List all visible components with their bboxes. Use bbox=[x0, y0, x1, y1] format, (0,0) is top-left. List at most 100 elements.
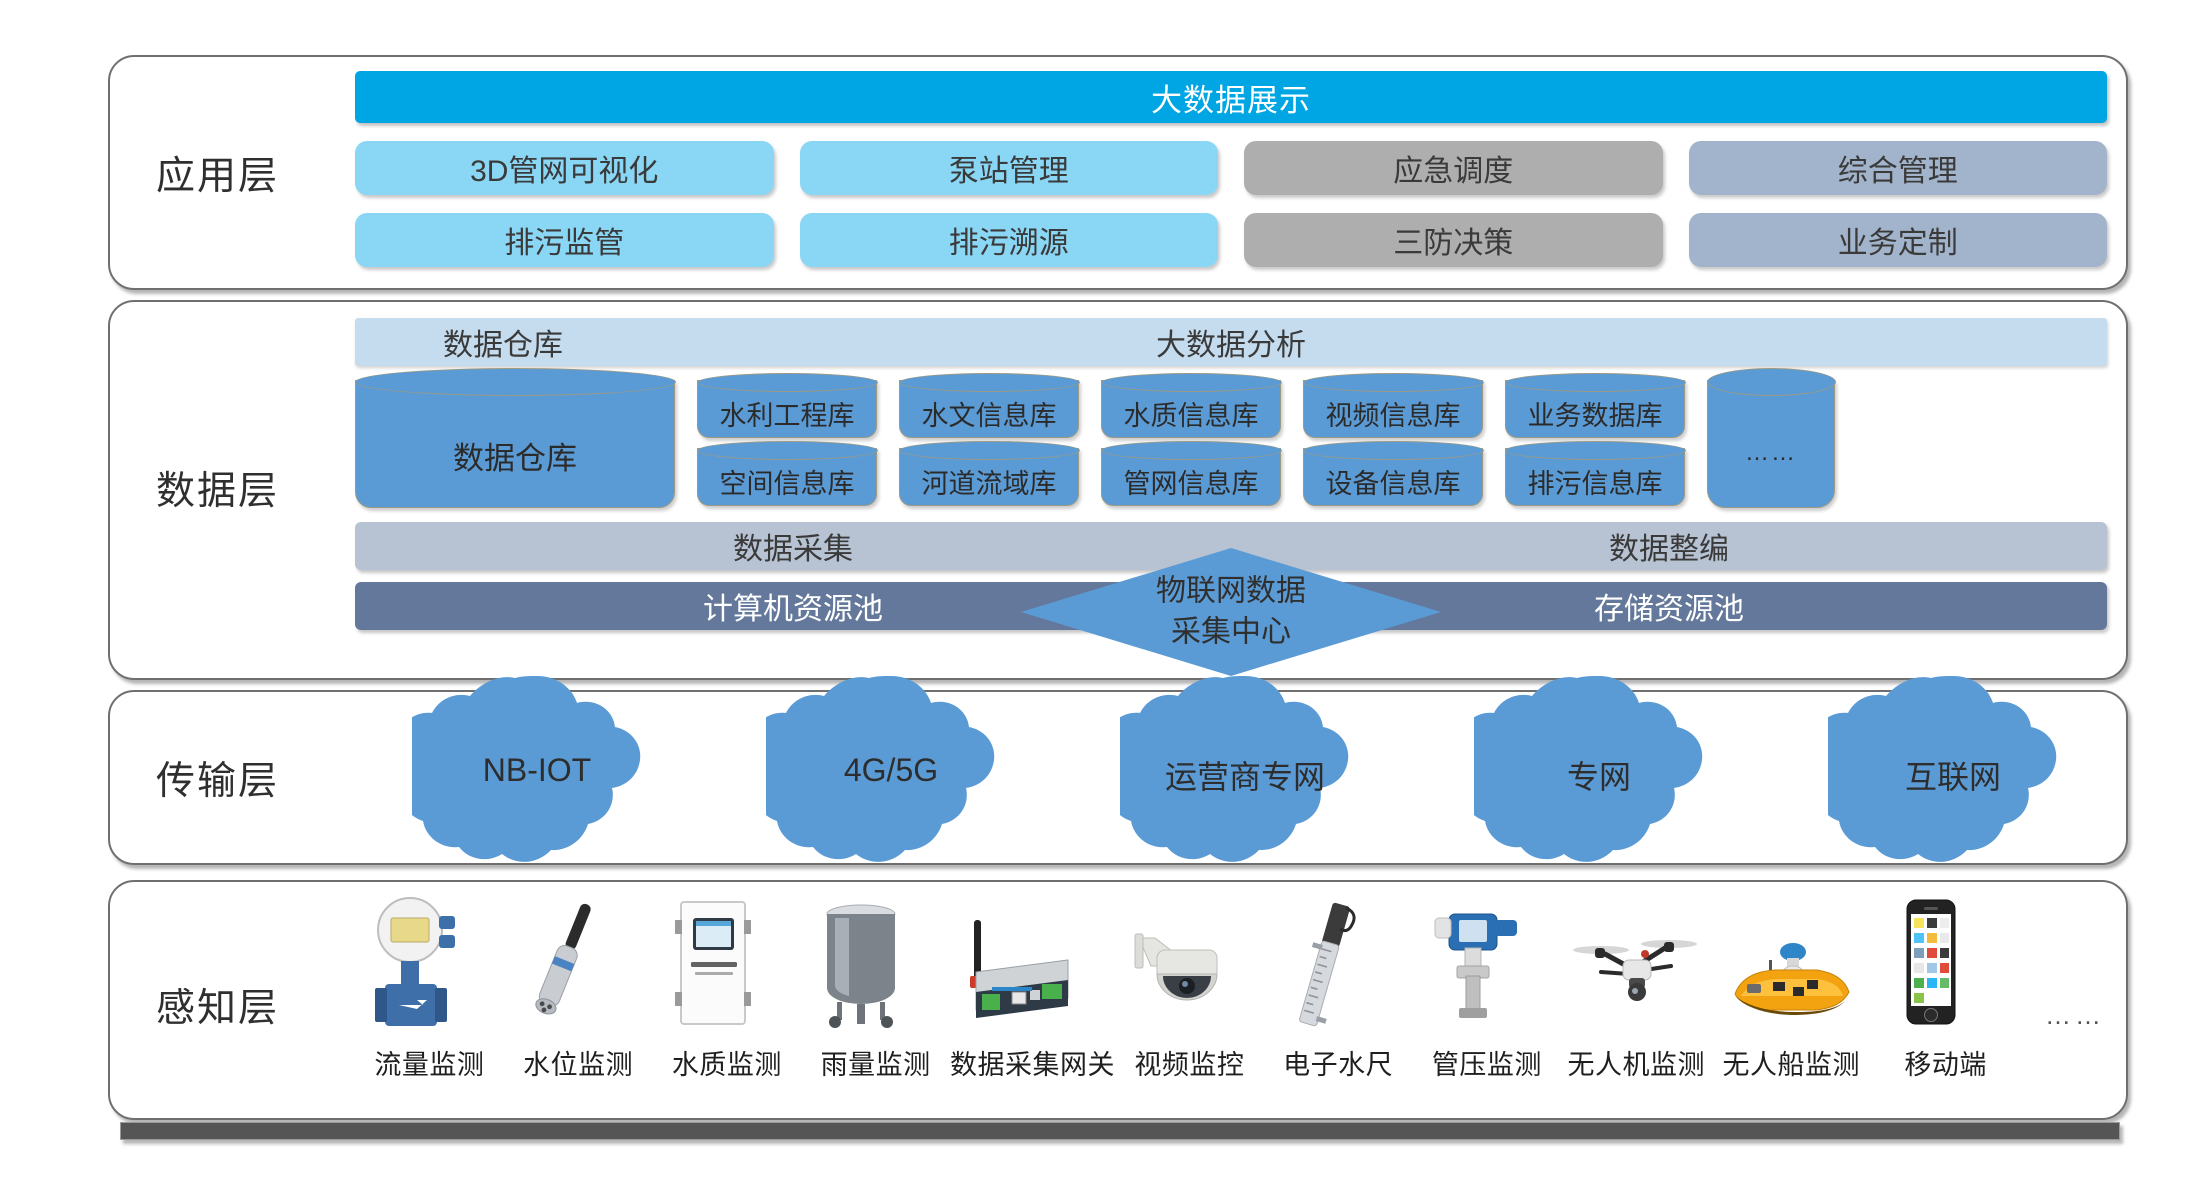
application-row-2: 排污监管 排污溯源 三防决策 业务定制 bbox=[355, 213, 2107, 267]
database-more-label: …… bbox=[1745, 439, 1797, 466]
device-mobile-terminal[interactable]: 移动端 bbox=[1871, 888, 2020, 1118]
device-electronic-water-ruler[interactable]: 电子水尺 bbox=[1264, 888, 1413, 1118]
device-caption: 雨量监测 bbox=[820, 1050, 931, 1080]
db-label: 水质信息库 bbox=[1123, 401, 1259, 431]
device-caption: 电子水尺 bbox=[1283, 1050, 1394, 1080]
database-column-1: 水利工程库 空间信息库 bbox=[696, 373, 878, 508]
app-module-3d-pipe-network[interactable]: 3D管网可视化 bbox=[355, 141, 774, 195]
rain-gauge-icon bbox=[801, 888, 950, 1043]
sensing-layer-label: 感知层 bbox=[155, 987, 279, 1030]
db-label: 水文信息库 bbox=[921, 401, 1057, 431]
sensing-layer-panel: 感知层 流量监测 bbox=[108, 880, 2128, 1120]
data-acquisition-label: 数据采集 bbox=[733, 533, 853, 566]
cloud-icon bbox=[412, 676, 641, 862]
network-cloud-carrier-private[interactable]: 运营商专网 bbox=[1068, 668, 1422, 868]
database-equipment-info[interactable]: 设备信息库 bbox=[1302, 441, 1484, 506]
device-group: 流量监测 bbox=[355, 888, 2130, 1118]
smartphone-icon bbox=[1871, 888, 2020, 1043]
database-column-3: 水质信息库 管网信息库 bbox=[1100, 373, 1282, 508]
app-module-integrated-management[interactable]: 综合管理 bbox=[1688, 141, 2107, 195]
device-more: …… bbox=[2020, 888, 2130, 1118]
cloud-label: 互联网 bbox=[1904, 759, 2001, 795]
database-video-info[interactable]: 视频信息库 bbox=[1302, 373, 1484, 438]
db-label: 河道流域库 bbox=[921, 469, 1057, 499]
cloud-icon bbox=[766, 676, 995, 862]
app-module-three-prevention-decision[interactable]: 三防决策 bbox=[1244, 213, 1663, 267]
device-data-acquisition-gateway[interactable]: 数据采集网关 bbox=[950, 888, 1115, 1118]
dome-camera-icon bbox=[1115, 888, 1264, 1043]
data-layer-panel: 数据层 数据仓库 大数据分析 数据仓库 水利工程库 空间信息库 bbox=[108, 300, 2128, 680]
application-layer-panel: 应用层 大数据展示 3D管网可视化 泵站管理 应急调度 综合管理 排污监管 排污… bbox=[108, 55, 2128, 290]
network-cloud-internet[interactable]: 互联网 bbox=[1776, 668, 2130, 868]
database-warehouse-label: 数据仓库 bbox=[453, 440, 577, 476]
database-more[interactable]: …… bbox=[1706, 368, 1836, 508]
device-usv-monitoring[interactable]: 无人船监测 bbox=[1711, 888, 1871, 1118]
network-cloud-4g5g[interactable]: 4G/5G bbox=[714, 668, 1068, 868]
gateway-icon bbox=[950, 888, 1115, 1043]
app-module-pump-station[interactable]: 泵站管理 bbox=[799, 141, 1218, 195]
data-layer-label: 数据层 bbox=[155, 470, 279, 513]
app-module-business-customization[interactable]: 业务定制 bbox=[1688, 213, 2107, 267]
transport-layer-label: 传输层 bbox=[155, 760, 279, 803]
cloud-icon bbox=[1828, 676, 2057, 862]
database-water-conservancy-project[interactable]: 水利工程库 bbox=[696, 373, 878, 438]
data-compilation-label: 数据整编 bbox=[1609, 533, 1729, 566]
database-warehouse[interactable]: 数据仓库 bbox=[354, 368, 676, 508]
db-label: 水利工程库 bbox=[719, 401, 855, 431]
diamond-text: 物联网数据 采集中心 bbox=[1021, 572, 1441, 653]
device-drone-monitoring[interactable]: 无人机监测 bbox=[1561, 888, 1711, 1118]
network-cloud-private[interactable]: 专网 bbox=[1422, 668, 1776, 868]
database-spatial-info[interactable]: 空间信息库 bbox=[696, 441, 878, 506]
network-cloud-group: NB-IOT 4G/5G 运营商专网 专网 bbox=[360, 668, 2130, 868]
network-cloud-nbiot[interactable]: NB-IOT bbox=[360, 668, 714, 868]
app-module-emergency-dispatch[interactable]: 应急调度 bbox=[1244, 141, 1663, 195]
device-caption: 管压监测 bbox=[1431, 1050, 1542, 1080]
iot-data-collection-center[interactable]: 物联网数据 采集中心 bbox=[1021, 548, 1441, 676]
device-flow-monitoring[interactable]: 流量监测 bbox=[355, 888, 504, 1118]
database-column-4: 视频信息库 设备信息库 bbox=[1302, 373, 1484, 508]
data-layer-content: 数据仓库 大数据分析 数据仓库 水利工程库 空间信息库 水 bbox=[354, 318, 2107, 676]
storage-resource-pool-label: 存储资源池 bbox=[1594, 593, 1744, 626]
database-sewage-info[interactable]: 排污信息库 bbox=[1504, 441, 1686, 506]
big-data-display-banner[interactable]: 大数据展示 bbox=[355, 71, 2107, 123]
db-label: 排污信息库 bbox=[1527, 469, 1663, 499]
device-caption: 流量监测 bbox=[374, 1050, 485, 1080]
cloud-label: 4G/5G bbox=[843, 752, 939, 788]
device-more-label: …… bbox=[2045, 1000, 2105, 1030]
application-layer-content: 大数据展示 3D管网可视化 泵站管理 应急调度 综合管理 排污监管 排污溯源 三… bbox=[355, 71, 2107, 267]
compute-resource-pool-label: 计算机资源池 bbox=[703, 593, 883, 626]
drone-icon bbox=[1561, 888, 1711, 1043]
device-pipe-pressure-monitoring[interactable]: 管压监测 bbox=[1413, 888, 1562, 1118]
device-caption: 移动端 bbox=[1904, 1050, 1987, 1080]
device-caption: 视频监控 bbox=[1134, 1050, 1245, 1080]
database-water-quality-info[interactable]: 水质信息库 bbox=[1100, 373, 1282, 438]
electronic-water-ruler-icon bbox=[1264, 888, 1413, 1043]
device-water-quality-monitoring[interactable]: 水质监测 bbox=[653, 888, 802, 1118]
cloud-label: 运营商专网 bbox=[1164, 759, 1325, 795]
device-caption: 无人机监测 bbox=[1567, 1050, 1705, 1080]
app-module-sewage-tracing[interactable]: 排污溯源 bbox=[799, 213, 1218, 267]
device-video-surveillance[interactable]: 视频监控 bbox=[1115, 888, 1264, 1118]
database-business-data[interactable]: 业务数据库 bbox=[1504, 373, 1686, 438]
device-rainfall-monitoring[interactable]: 雨量监测 bbox=[801, 888, 950, 1118]
diamond-line-1: 物联网数据 bbox=[1156, 574, 1306, 608]
usv-boat-icon bbox=[1711, 888, 1871, 1043]
big-data-analysis-banner[interactable]: 数据仓库 大数据分析 bbox=[355, 318, 2107, 366]
app-module-sewage-supervision[interactable]: 排污监管 bbox=[355, 213, 774, 267]
database-river-basin[interactable]: 河道流域库 bbox=[898, 441, 1080, 506]
big-data-analysis-label: 大数据分析 bbox=[1156, 329, 1306, 362]
database-hydrological-info[interactable]: 水文信息库 bbox=[898, 373, 1080, 438]
base-platform-bar bbox=[120, 1122, 2120, 1140]
db-label: 业务数据库 bbox=[1527, 401, 1663, 431]
data-warehouse-banner-label: 数据仓库 bbox=[443, 329, 563, 362]
db-label: 管网信息库 bbox=[1123, 469, 1259, 499]
database-pipe-network-info[interactable]: 管网信息库 bbox=[1100, 441, 1282, 506]
device-water-level-monitoring[interactable]: 水位监测 bbox=[504, 888, 653, 1118]
data-acquisition-bar[interactable]: 数据采集 数据整编 bbox=[355, 522, 2107, 570]
database-group: 数据仓库 水利工程库 空间信息库 水文信息库 河道流域库 bbox=[354, 368, 2107, 508]
device-caption: 水质监测 bbox=[671, 1050, 782, 1080]
transport-layer-panel: 传输层 NB-IOT 4G/5G 运营商专网 bbox=[108, 676, 2128, 865]
water-quality-cabinet-icon bbox=[653, 888, 802, 1043]
db-label: 视频信息库 bbox=[1325, 401, 1461, 431]
db-label: 空间信息库 bbox=[719, 469, 855, 499]
